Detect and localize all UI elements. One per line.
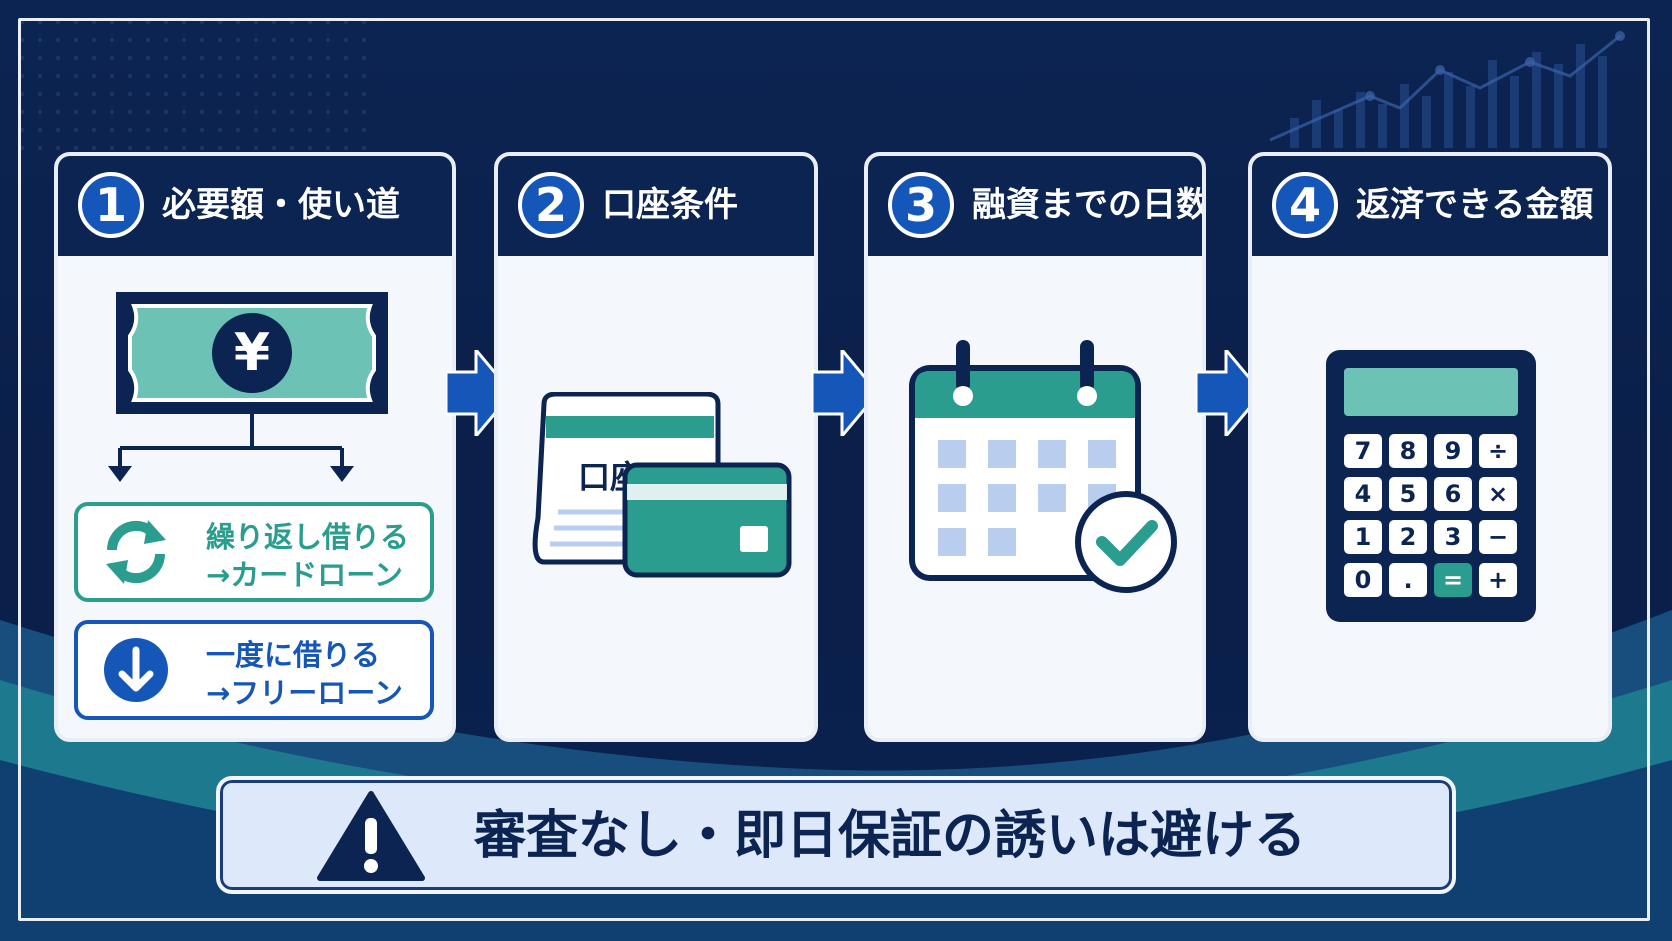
calculator-key: 0	[1344, 563, 1382, 597]
yen-symbol: ¥	[233, 323, 271, 383]
flow-arrow-3	[1196, 350, 1262, 436]
banknote-icon: ¥	[116, 292, 388, 414]
option-once-borrow: 一度に借りる →フリーローン	[74, 620, 434, 720]
step-card-1: 1 必要額・使い道 ¥	[54, 152, 456, 742]
step-header-2: 2 口座条件	[498, 156, 814, 256]
calculator-key: −	[1479, 520, 1517, 554]
calculator-key: .	[1389, 563, 1427, 597]
option-once-line2: →フリーローン	[206, 676, 403, 710]
calculator-display	[1344, 368, 1518, 416]
step-title-1: 必要額・使い道	[162, 185, 400, 225]
calculator-key: 6	[1434, 477, 1472, 511]
calculator-key: 5	[1389, 477, 1427, 511]
arrow-down-circle-icon	[104, 638, 168, 702]
calculator-key: 1	[1344, 520, 1382, 554]
step-title-3: 融資までの日数	[972, 185, 1206, 225]
calculator-key: ÷	[1479, 434, 1517, 468]
calculator-key: =	[1434, 563, 1472, 597]
step-header-1: 1 必要額・使い道	[58, 156, 452, 256]
calculator-key: 2	[1389, 520, 1427, 554]
calendar-check-icon	[909, 340, 1177, 593]
option-repeat-borrow: 繰り返し借りる →カードローン	[74, 502, 434, 602]
option-once-text: 一度に借りる →フリーローン	[206, 636, 403, 712]
step-number-3: 3	[888, 172, 954, 238]
step-card-2: 2 口座条件 口座	[494, 152, 818, 742]
refresh-icon	[106, 520, 166, 584]
step-number-1: 1	[78, 172, 144, 238]
step-card-3: 3 融資までの日数	[864, 152, 1206, 742]
step-number-2: 2	[518, 172, 584, 238]
outer-frame	[18, 18, 1650, 921]
warning-banner: 審査なし・即日保証の誘いは避ける	[216, 776, 1456, 894]
step-title-4: 返済できる金額	[1356, 185, 1594, 225]
bottom-wave-front	[0, 760, 1672, 941]
passbook-icon: 口座	[530, 392, 792, 578]
calculator-key: +	[1479, 563, 1517, 597]
option-repeat-line2: →カードローン	[206, 558, 403, 592]
step-title-2: 口座条件	[602, 185, 738, 225]
calculator-key: 8	[1389, 434, 1427, 468]
option-repeat-text: 繰り返し借りる →カードローン	[206, 518, 409, 594]
calculator-key: ×	[1479, 477, 1517, 511]
branch-arrows-icon	[108, 414, 354, 482]
option-once-line1: 一度に借りる	[206, 638, 381, 672]
step-header-4: 4 返済できる金額	[1252, 156, 1608, 256]
dot-pattern	[20, 20, 380, 150]
bank-card-icon	[622, 462, 792, 578]
calculator-key: 7	[1344, 434, 1382, 468]
step-header-3: 3 融資までの日数	[868, 156, 1202, 256]
step-number-4: 4	[1272, 172, 1338, 238]
flow-arrow-2	[812, 350, 878, 436]
stock-chart-icon	[1290, 44, 1607, 148]
option-repeat-line1: 繰り返し借りる	[206, 520, 410, 554]
calculator-key: 9	[1434, 434, 1472, 468]
warning-triangle-icon	[317, 791, 425, 881]
calculator-key: 3	[1434, 520, 1472, 554]
calculator-key: 4	[1344, 477, 1382, 511]
warning-text: 審査なし・即日保証の誘いは避ける	[474, 806, 1307, 866]
